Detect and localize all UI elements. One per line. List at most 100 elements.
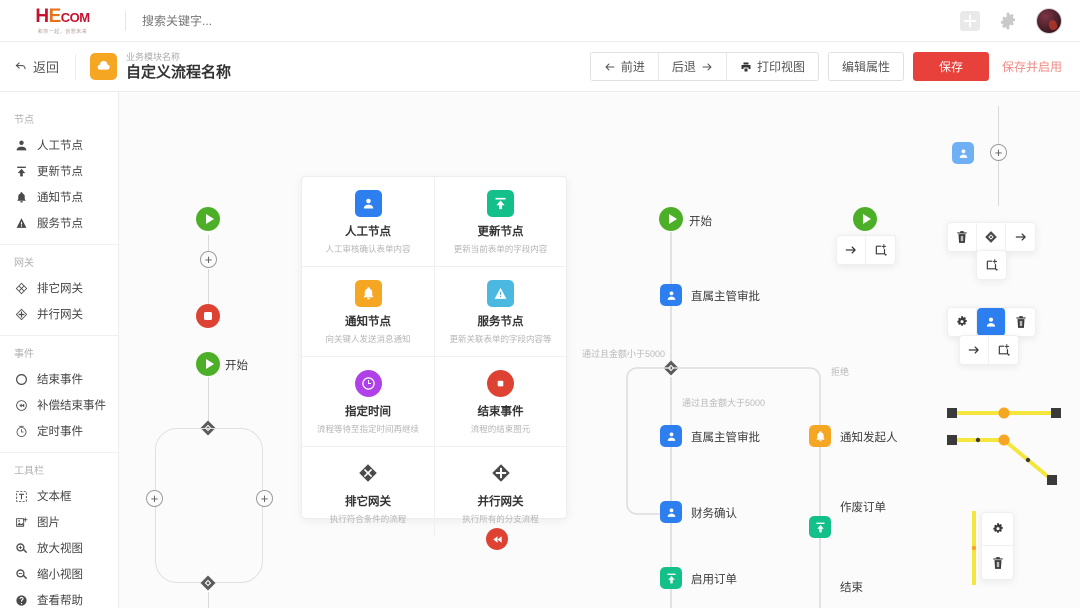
back-label: 返回: [33, 60, 60, 75]
main-start-node[interactable]: [659, 207, 683, 231]
sample-start-node[interactable]: [853, 207, 877, 231]
save-and-enable-button[interactable]: 保存并启用: [1001, 60, 1062, 74]
sidebar-item-notify-node[interactable]: 通知节点: [0, 184, 118, 210]
sidebar-item-service-node[interactable]: 服务节点: [0, 210, 118, 236]
cloud-icon: [97, 60, 110, 70]
palette-item-parallel-gateway[interactable]: 并行网关 执行所有的分支流程: [434, 445, 566, 536]
sample-person-node[interactable]: [952, 142, 974, 164]
sidebar-item-label: 排它网关: [37, 283, 83, 295]
gear-icon[interactable]: [948, 308, 977, 336]
edge-sample-bent[interactable]: [944, 430, 1064, 490]
palette-item-person-node[interactable]: 人工节点 人工审核确认表单内容: [302, 177, 434, 266]
timer-icon: [14, 424, 28, 438]
back-button[interactable]: 返回: [0, 57, 75, 76]
connector-line: [670, 232, 672, 296]
sidebar-group-title: 节点: [14, 115, 34, 126]
logo-text: HECOM: [35, 7, 90, 26]
sidebar-item-image[interactable]: 图片: [0, 509, 118, 535]
sidebar-item-zoom-in[interactable]: 放大视图: [0, 535, 118, 561]
gateway-node-bottom[interactable]: [199, 574, 217, 592]
person-icon: [14, 138, 28, 152]
sidebar-item-exclusive-gateway[interactable]: 排它网关: [0, 275, 118, 301]
backward-button[interactable]: 后退: [658, 53, 727, 80]
add-node-glyph: [875, 244, 887, 256]
plus-icon[interactable]: [960, 10, 980, 31]
person-icon[interactable]: [977, 308, 1006, 336]
branch-path-right: [672, 367, 821, 448]
arrow-right-icon[interactable]: [1006, 223, 1035, 251]
add-node-icon[interactable]: [866, 236, 895, 264]
palette-item-service-node[interactable]: 服务节点 更新关联表单的字段内容等: [434, 265, 566, 356]
palette-item-end-event[interactable]: 结束事件 流程的结束图元: [434, 355, 566, 446]
arrow-right-icon[interactable]: [837, 236, 866, 264]
sidebar-item-zoom-out[interactable]: 缩小视图: [0, 561, 118, 587]
palette-item-update-node[interactable]: 更新节点 更新当前表单的字段内容: [434, 177, 566, 266]
palette-item-title: 更新节点: [477, 226, 524, 238]
sample-add-node-button[interactable]: +: [990, 144, 1007, 161]
connector-line: [670, 589, 672, 608]
trash-icon[interactable]: [1006, 308, 1035, 336]
main-node-finance[interactable]: [660, 501, 682, 523]
arrow-right-icon[interactable]: [960, 336, 989, 364]
sidebar-item-textbox[interactable]: 文本框: [0, 483, 118, 509]
edge-sample-straight[interactable]: [944, 402, 1064, 424]
edit-attributes-button[interactable]: 编辑属性: [827, 52, 904, 81]
palette-item-desc: 流程的结束图元: [470, 423, 531, 434]
palette-item-timer[interactable]: 指定时间 流程等待至指定时间再继续: [302, 355, 434, 446]
arrow-up-icon: [487, 190, 514, 217]
sidebar-item-parallel-gateway[interactable]: 并行网关: [0, 301, 118, 327]
search-input[interactable]: [140, 12, 360, 29]
forward-button[interactable]: 前进: [590, 53, 659, 80]
sidebar-item-timer-event[interactable]: 定时事件: [0, 418, 118, 444]
edge-sample-vertical[interactable]: [967, 509, 981, 587]
gateway-toolbar-sub: [976, 250, 1007, 280]
plus-glyph: +: [150, 490, 159, 506]
main-node-approval-2[interactable]: [660, 425, 682, 447]
sidebar-item-label: 并行网关: [37, 309, 83, 321]
gear-icon[interactable]: [998, 11, 1018, 31]
add-branch-left-button[interactable]: +: [146, 490, 163, 507]
palette-item-notify-node[interactable]: 通知节点 向关键人发送消息通知: [302, 265, 434, 356]
trash-icon[interactable]: [982, 546, 1013, 579]
add-node-button[interactable]: +: [200, 251, 217, 268]
module-label: 业务模块名称: [126, 52, 181, 63]
canvas-inner: + 开始 + +: [119, 92, 1080, 608]
help-icon: [14, 593, 28, 607]
add-node-icon[interactable]: [977, 251, 1006, 279]
person-node-toolbar-row: [947, 307, 1036, 337]
sidebar-item-person-node[interactable]: 人工节点: [0, 132, 118, 158]
save-button[interactable]: 保存: [912, 52, 989, 81]
sidebar-item-label: 补偿结束事件: [37, 400, 106, 412]
app-logo[interactable]: HECOM 和你一起，创想未来: [0, 7, 125, 35]
palette-item-desc: 更新当前表单的字段内容: [453, 243, 548, 254]
branch-node-void-order[interactable]: [809, 516, 831, 538]
service-icon: [14, 216, 28, 230]
sidebar-item-end-event[interactable]: 结束事件: [0, 366, 118, 392]
rewind-icon: [492, 535, 502, 543]
trash-icon[interactable]: [948, 223, 977, 251]
print-button[interactable]: 打印视图: [726, 53, 818, 80]
gear-icon[interactable]: [982, 513, 1013, 546]
main-node-approval-1[interactable]: [660, 284, 682, 306]
flow-end-node[interactable]: [196, 304, 220, 328]
zoom-in-icon: [14, 541, 28, 555]
sidebar-item-update-node[interactable]: 更新节点: [0, 158, 118, 184]
main-node-3-label: 财务确认: [691, 508, 737, 520]
parallel-gateway-icon[interactable]: [977, 223, 1006, 251]
add-branch-right-button[interactable]: +: [256, 490, 273, 507]
stop-icon: [204, 312, 212, 320]
rewind-button[interactable]: [486, 528, 508, 550]
flow-canvas[interactable]: + 开始 + +: [119, 92, 1080, 608]
sidebar-item-help[interactable]: 查看帮助: [0, 587, 118, 608]
person-glyph: [986, 317, 996, 327]
flow-start-node-2[interactable]: [196, 352, 220, 376]
palette-item-exclusive-gateway[interactable]: 排它网关 执行符合条件的流程: [302, 445, 434, 536]
add-node-icon[interactable]: [989, 336, 1018, 364]
main-node-enable-order[interactable]: [660, 567, 682, 589]
sidebar-item-compensate-end-event[interactable]: 补偿结束事件: [0, 392, 118, 418]
avatar[interactable]: [1036, 7, 1062, 34]
branch-node-notify[interactable]: [809, 425, 831, 447]
flow-start-node[interactable]: [196, 207, 220, 231]
image-icon: [14, 515, 28, 529]
play-icon: [862, 214, 871, 224]
